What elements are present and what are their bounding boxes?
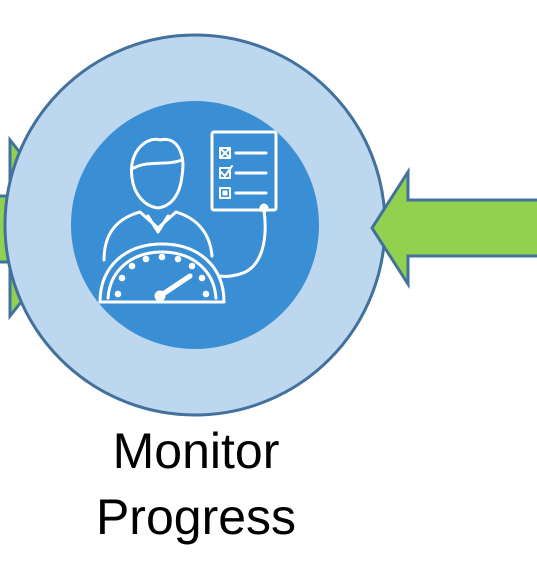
arrow-left-icon xyxy=(370,166,537,290)
node-label: Monitor Progress xyxy=(0,418,392,550)
node-label-line-1: Monitor xyxy=(112,423,280,479)
person-dashboard-checklist-icon xyxy=(98,130,278,304)
node-inner-circle xyxy=(71,101,319,349)
node-label-line-2: Progress xyxy=(95,489,297,545)
